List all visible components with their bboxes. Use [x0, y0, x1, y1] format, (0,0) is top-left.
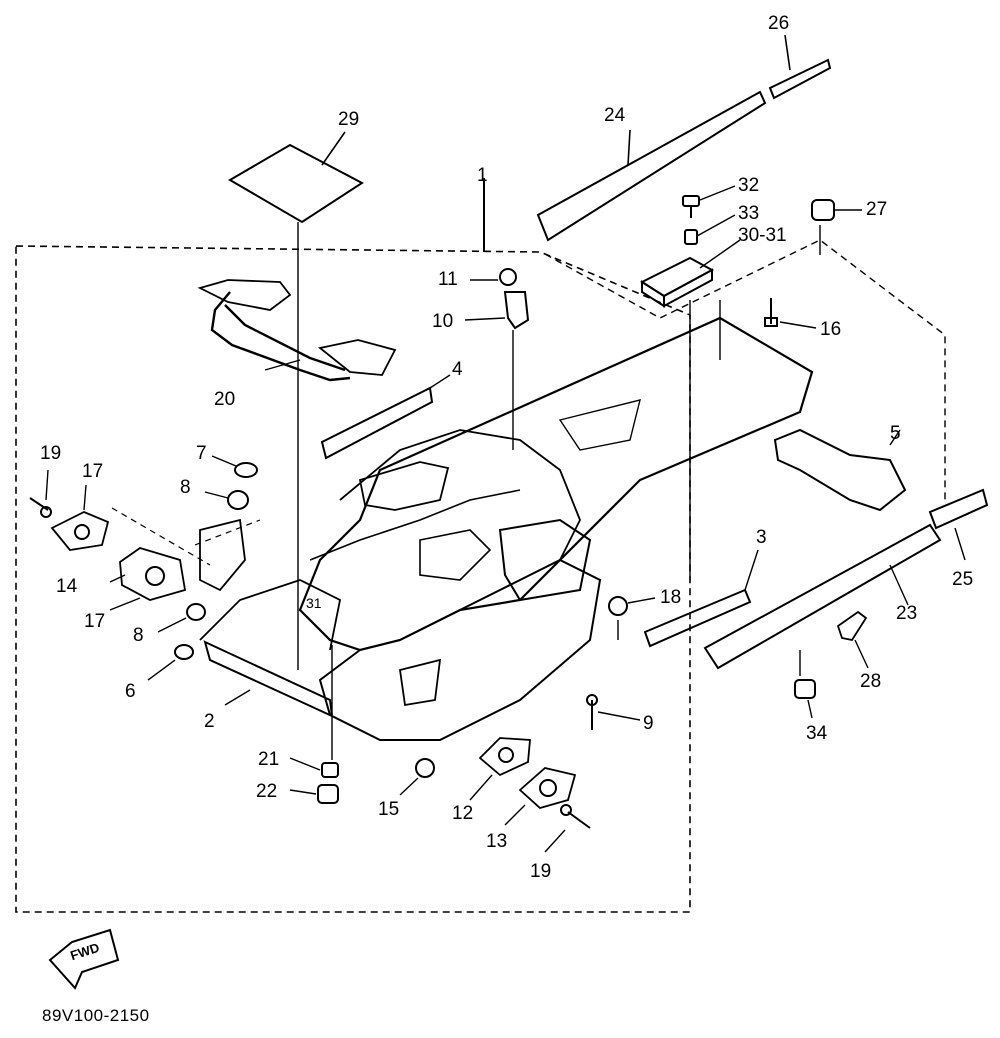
- bolt-32: [682, 195, 700, 207]
- bolt-9: [586, 694, 598, 706]
- bolt-19-left: [40, 506, 52, 518]
- callout-9: 9: [643, 713, 654, 734]
- mount-14: [119, 547, 187, 601]
- callout-11: 11: [438, 269, 458, 290]
- callout-27: 27: [866, 199, 888, 220]
- rail-3: [643, 588, 752, 648]
- callout-21: 21: [258, 749, 280, 770]
- spacer-33: [684, 229, 698, 245]
- callout-13: 13: [486, 831, 508, 852]
- callout-7: 7: [196, 443, 207, 464]
- callout-32: 32: [738, 175, 760, 196]
- callout-26: 26: [768, 13, 790, 34]
- callout-6: 6: [125, 681, 136, 702]
- nut-11: [499, 268, 517, 286]
- callout-33: 33: [738, 203, 760, 224]
- callout-31: 31: [306, 595, 322, 611]
- fwd-arrow-icon: [48, 928, 120, 990]
- callout-3: 3: [756, 527, 767, 548]
- callout-19a: 19: [40, 443, 62, 464]
- callout-1: 1: [477, 165, 488, 186]
- rail-23: [703, 523, 942, 670]
- callout-22: 22: [256, 781, 278, 802]
- callout-23: 23: [896, 603, 918, 624]
- bushing-7: [234, 462, 258, 478]
- bolt-16: [764, 317, 778, 327]
- callout-19b: 19: [530, 861, 552, 882]
- chassis-main: [298, 316, 814, 652]
- bushing-6: [174, 644, 194, 660]
- strip-24: [536, 90, 767, 242]
- callout-25: 25: [952, 569, 974, 590]
- plate-13: [518, 767, 577, 810]
- grommet-18: [608, 596, 628, 616]
- callout-24: 24: [604, 105, 626, 126]
- callout-20: 20: [214, 389, 236, 410]
- bushing-8-upper: [227, 490, 249, 510]
- nut-21: [321, 762, 339, 778]
- crossmember-2: [203, 640, 334, 718]
- bumper-20: [210, 291, 351, 382]
- callout-16: 16: [820, 319, 842, 340]
- callout-30-31: 30-31: [738, 225, 787, 246]
- right-boundary: [544, 239, 946, 500]
- callout-8a: 8: [180, 477, 191, 498]
- bushing-8-lower: [186, 603, 206, 621]
- callout-4: 4: [452, 359, 463, 380]
- washer-15: [415, 758, 435, 778]
- callout-15: 15: [378, 799, 400, 820]
- strip-25: [928, 488, 989, 530]
- callout-29: 29: [338, 109, 360, 130]
- arm-5: [773, 428, 907, 512]
- callout-10: 10: [432, 311, 454, 332]
- callout-2: 2: [204, 711, 215, 732]
- callout-14: 14: [56, 576, 78, 597]
- bracket-4: [320, 386, 434, 460]
- callout-17a: 17: [82, 461, 104, 482]
- strip-26: [768, 58, 832, 100]
- cap-27: [811, 199, 835, 221]
- nut-22: [317, 784, 339, 804]
- callout-12: 12: [452, 803, 474, 824]
- bracket-10: [503, 291, 530, 330]
- callout-34: 34: [806, 723, 828, 744]
- block-30-31: [639, 256, 715, 298]
- callout-8b: 8: [133, 625, 144, 646]
- decal-29: [228, 143, 364, 224]
- plate-12: [478, 737, 531, 777]
- callout-28: 28: [860, 671, 882, 692]
- callout-5: 5: [890, 423, 901, 444]
- plug-34: [794, 679, 816, 699]
- bolt-19-right: [560, 804, 572, 816]
- diagram-part-number: 89V100-2150: [42, 1006, 150, 1025]
- callout-17b: 17: [84, 611, 106, 632]
- plate-17-upper: [50, 511, 110, 551]
- callout-18: 18: [660, 587, 682, 608]
- clip-28: [836, 610, 868, 642]
